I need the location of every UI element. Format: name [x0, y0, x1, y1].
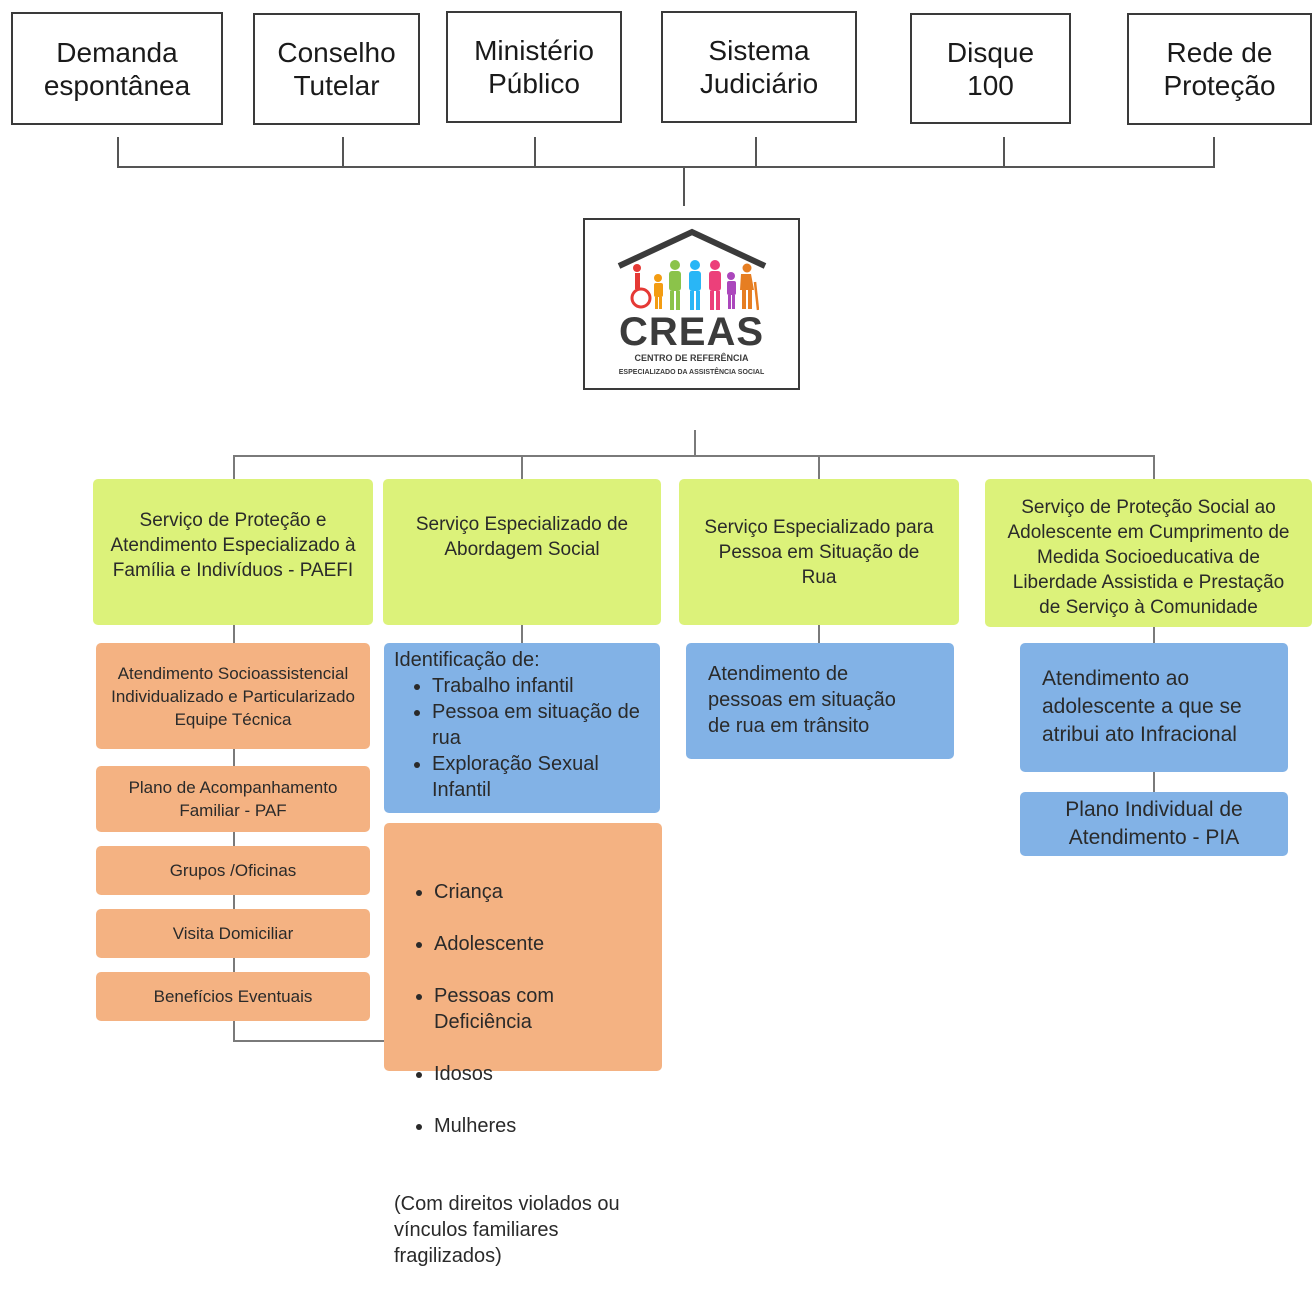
source-ministerio-publico: Ministério Público [446, 11, 622, 123]
people-icon [630, 260, 759, 311]
connector [233, 894, 235, 910]
abordagem-publico: Criança Adolescente Pessoas com Deficiên… [384, 823, 662, 1267]
connector [1153, 771, 1155, 793]
connector [1153, 455, 1155, 479]
logo-subtitle-2: ESPECIALIZADO DA ASSISTÊNCIA SOCIAL [618, 369, 765, 376]
creas-logo: CREAS CENTRO DE REFERÊNCIA ESPECIALIZADO… [583, 218, 800, 390]
connector [818, 624, 820, 644]
connector [534, 137, 536, 168]
service-abordagem-social: Serviço Especializado de Abordagem Socia… [383, 479, 661, 625]
logo-subtitle: CENTRO DE REFERÊNCIA [634, 353, 749, 363]
list-item: Idosos [434, 1061, 652, 1087]
paefi-beneficios-eventuais: Benefícios Eventuais [96, 972, 370, 1021]
abordagem-intro: Identificação de: [394, 649, 540, 671]
logo-title: CREAS [618, 310, 765, 354]
connector [818, 455, 820, 479]
source-sistema-judiciario: Sistema Judiciário [661, 11, 857, 123]
connector [342, 137, 344, 168]
connector [521, 455, 523, 479]
connector [521, 624, 523, 644]
source-demanda-espontanea: Demanda espontânea [11, 12, 223, 125]
connector [117, 166, 1215, 168]
connector [683, 168, 685, 206]
house-roof-icon [617, 228, 767, 269]
rua-atendimento: Atendimento de pessoas em situação de ru… [686, 643, 954, 759]
paefi-visita-domiciliar: Visita Domiciliar [96, 909, 370, 958]
list-item: Criança [434, 879, 652, 905]
connector [1003, 137, 1005, 168]
connector [1213, 137, 1215, 168]
paefi-grupos-oficinas: Grupos /Oficinas [96, 846, 370, 895]
list-item: Trabalho infantil [432, 673, 650, 699]
abordagem-note: (Com direitos violados ou vínculos famil… [394, 1193, 620, 1267]
list-item: Mulheres [434, 1113, 652, 1139]
list-item: Exploração Sexual Infantil [432, 751, 650, 803]
abordagem-identificacao: Identificação de: Trabalho infantil Pess… [384, 643, 660, 813]
paefi-atendimento-socioassistencial: Atendimento Socioassistencial Individual… [96, 643, 370, 749]
service-medida-socioeducativa: Serviço de Proteção Social ao Adolescent… [985, 479, 1312, 627]
list-item: Adolescente [434, 931, 652, 957]
service-paefi: Serviço de Proteção e Atendimento Especi… [93, 479, 373, 625]
source-conselho-tutelar: Conselho Tutelar [253, 13, 420, 125]
adolescente-atendimento: Atendimento ao adolescente a que se atri… [1020, 643, 1288, 772]
connector [233, 957, 235, 973]
connector [233, 831, 235, 847]
connector [233, 1040, 385, 1042]
connector [233, 455, 235, 479]
connector [755, 137, 757, 168]
source-disque-100: Disque 100 [910, 13, 1071, 124]
list-item: Pessoa em situação de rua [432, 699, 650, 751]
connector [1153, 626, 1155, 644]
connector [233, 1020, 235, 1041]
service-pessoa-situacao-rua: Serviço Especializado para Pessoa em Sit… [679, 479, 959, 625]
list-item: Pessoas com Deficiência [434, 983, 652, 1035]
connector [233, 624, 235, 644]
paefi-plano-acompanhamento: Plano de Acompanhamento Familiar - PAF [96, 766, 370, 832]
adolescente-pia: Plano Individual de Atendimento - PIA [1020, 792, 1288, 856]
connector [233, 455, 1155, 457]
source-rede-protecao: Rede de Proteção [1127, 13, 1312, 125]
connector [694, 430, 696, 456]
connector [117, 137, 119, 168]
connector [233, 748, 235, 768]
